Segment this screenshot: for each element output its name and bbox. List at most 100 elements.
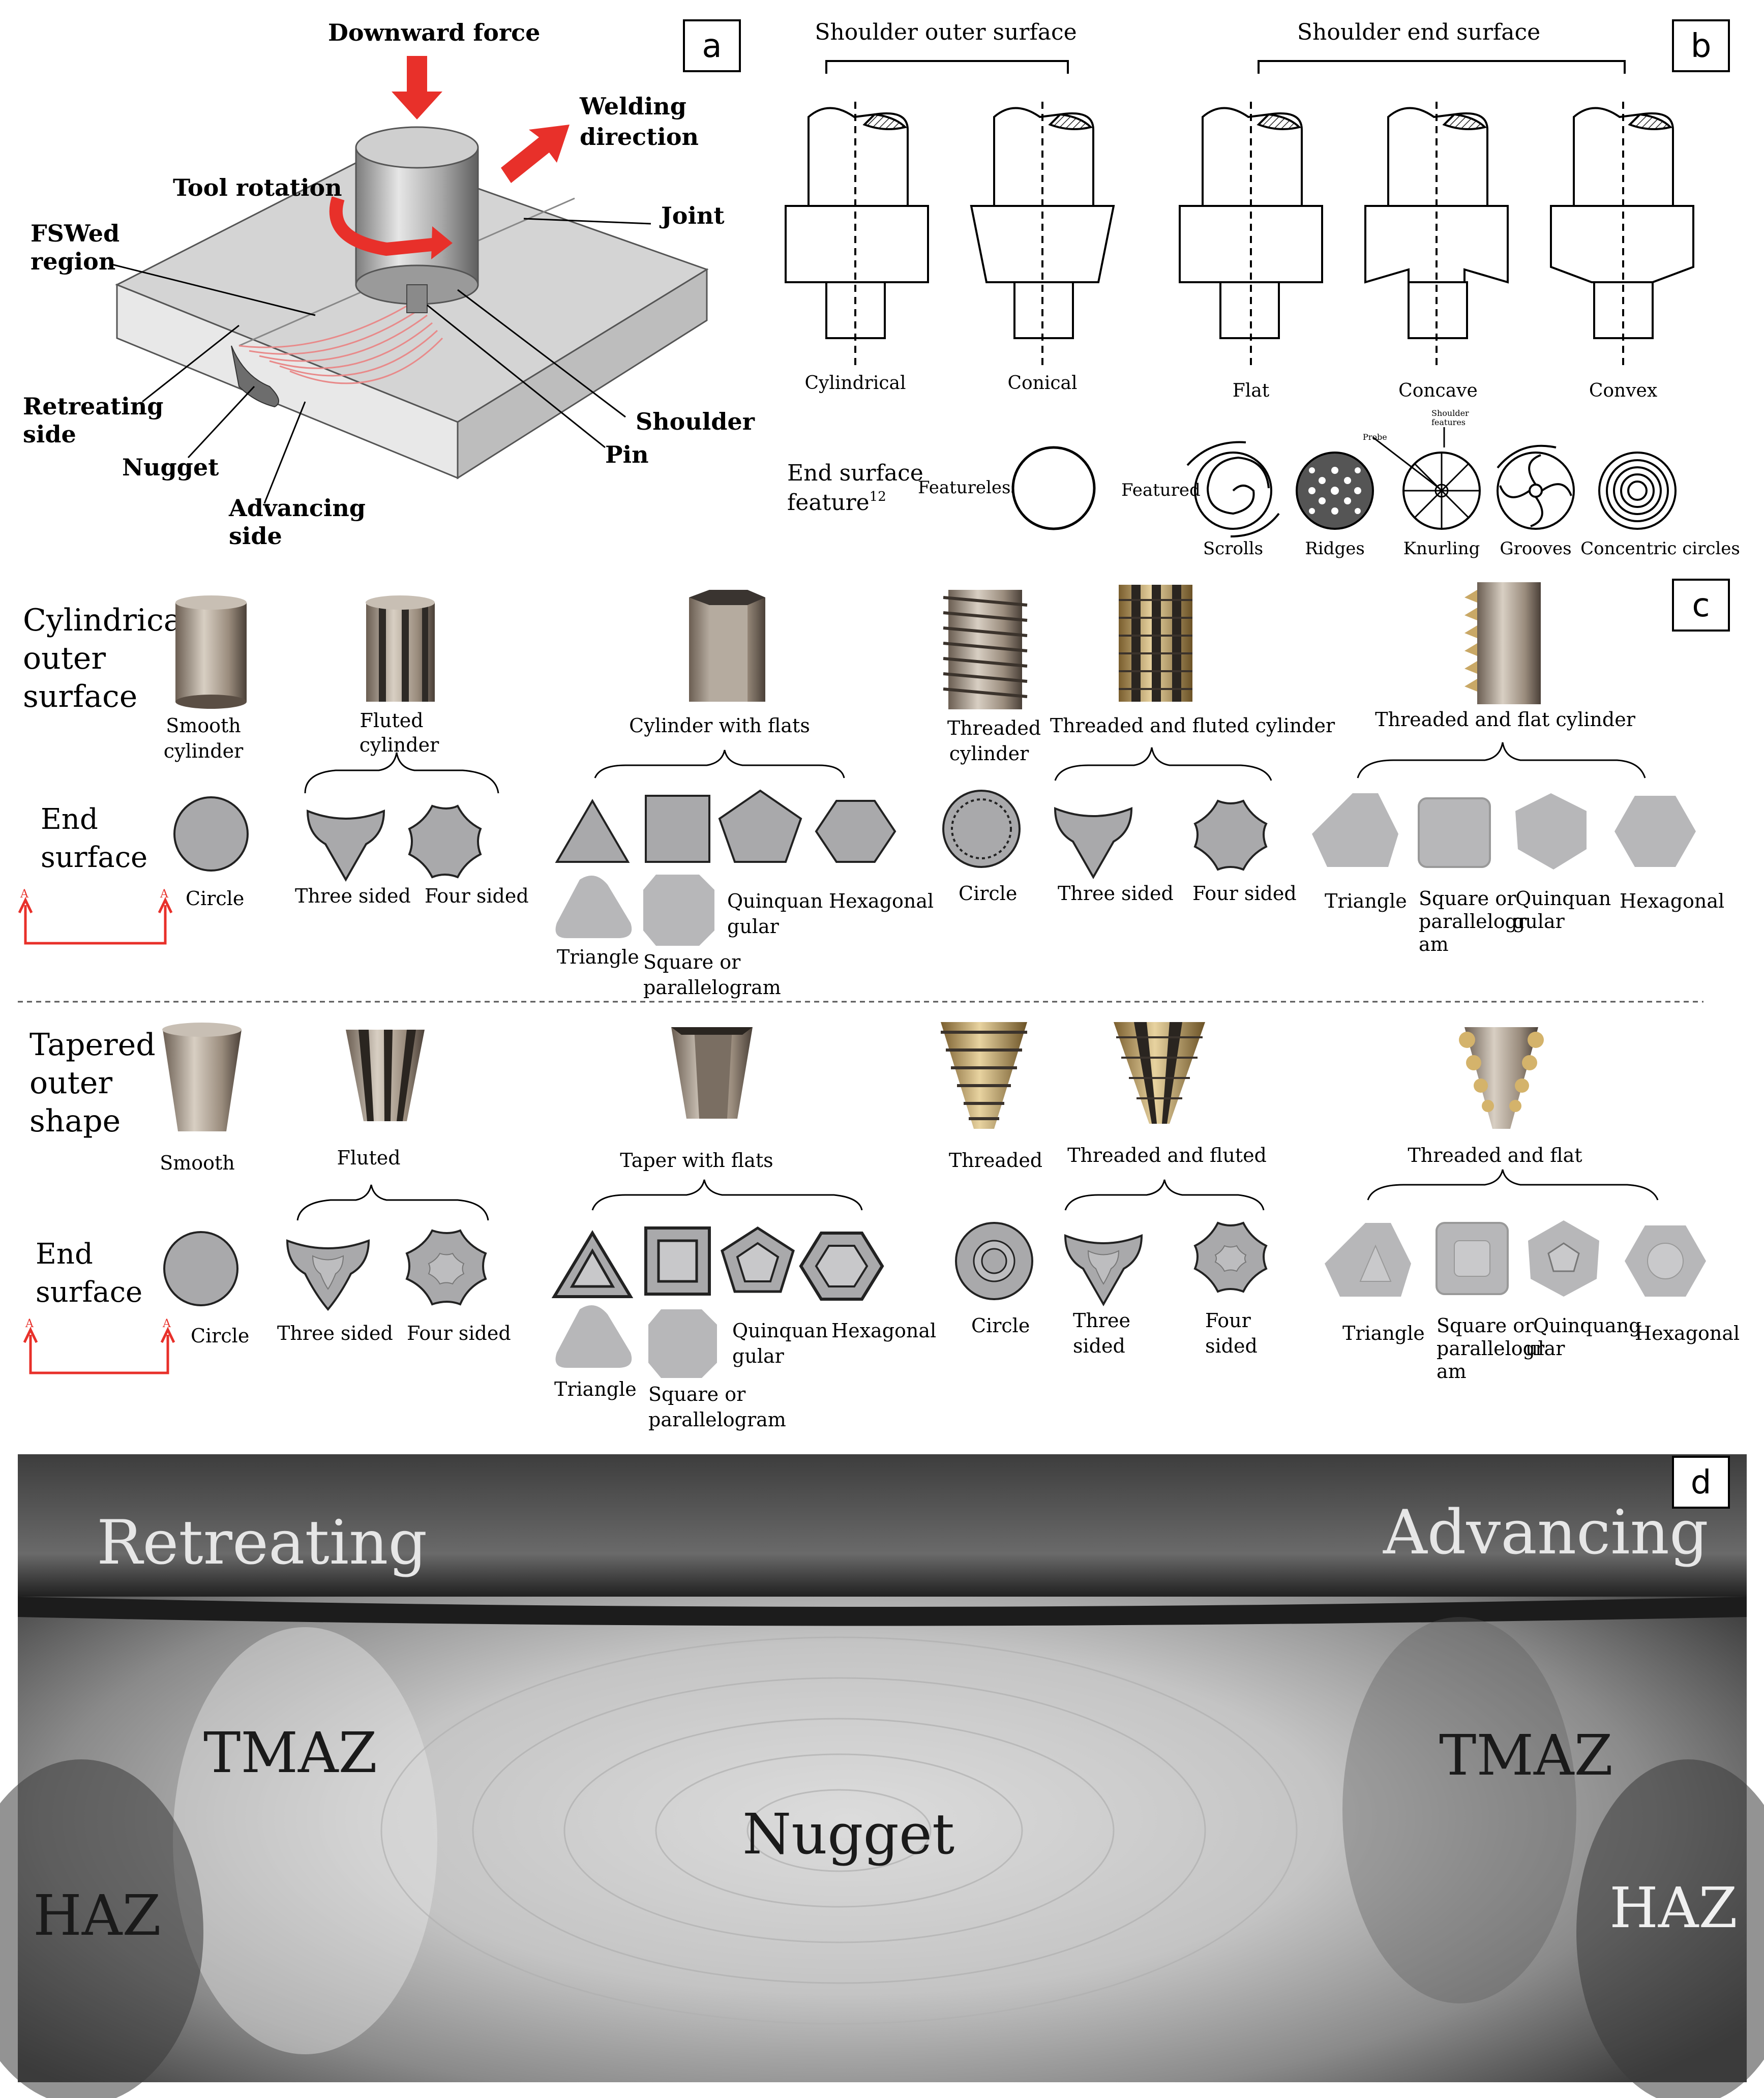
row2-tool-1: Fluted [337, 1147, 400, 1169]
row1-shape-labels: Circle Three sided Four sided Triangle S… [186, 882, 1724, 999]
micrograph-labels: Retreating Advancing TMAZ TMAZ Nugget HA… [33, 1497, 1738, 1948]
joint-label: Joint [659, 202, 725, 229]
r1-tflat-square [1418, 797, 1491, 868]
r1-tflat-triangle-label: Triangle [1325, 890, 1407, 912]
row1-tool-3-line2: cylinder [949, 742, 1029, 765]
r2-flats-triangle-rounded [555, 1305, 632, 1368]
r1-quinquan-label-2: gular [727, 915, 780, 938]
advancing-side-label-2: side [229, 522, 282, 550]
nugget-shape [231, 345, 279, 408]
row1-tool-labels: Smooth cylinder Fluted cylinder Cylinder… [164, 708, 1636, 765]
shoulder-conical [970, 102, 1115, 369]
r1-triangle-label: Triangle [557, 946, 639, 968]
feature-grooves [1497, 444, 1575, 530]
label-concave: Concave [1398, 380, 1478, 401]
tool-threaded-fluted-cylinder [1119, 585, 1192, 702]
tool-cylinder-with-flats [689, 590, 765, 702]
r2-tf-four-label-2: sided [1205, 1335, 1258, 1357]
r1-tf-three-label: Three sided [1058, 882, 1174, 905]
row2-end-2: surface [36, 1276, 142, 1309]
panel-c-tag-box [1672, 579, 1730, 632]
r1-tflat-square-label-1: Square or [1419, 887, 1516, 910]
r1-flats-square-rounded [643, 875, 714, 946]
row1-tool-0-line2: cylinder [164, 740, 244, 762]
panel-c: c Cylindrical outer surface [18, 579, 1740, 1431]
r1-tflat-square-label-3: am [1419, 933, 1449, 955]
tmaz-left-label: TMAZ [203, 1720, 377, 1785]
tmaz-right-label: TMAZ [1439, 1723, 1613, 1788]
welding-direction-label-1: Welding [579, 93, 686, 120]
r2-tflat-square-label-1: Square or [1437, 1314, 1534, 1337]
row2-red-a-left: A [25, 1317, 34, 1330]
retreating-label: Retreating [97, 1508, 427, 1578]
downward-force-label: Downward force [328, 19, 540, 46]
row2-tool-3: Threaded [949, 1149, 1042, 1172]
row2-shape-labels: Circle Three sided Four sided Triangle S… [191, 1309, 1740, 1431]
nugget-label: Nugget [742, 1802, 954, 1867]
r1-tf-three [1054, 807, 1133, 880]
shoulder-labels: Cylindrical Conical Flat Concave Convex [804, 373, 1657, 401]
tool-fluted-taper [346, 1030, 425, 1121]
panel-d-tag-box [1672, 1456, 1730, 1509]
r1-quinquan-label-1: Quinquan [727, 890, 823, 912]
row2-braces [296, 1169, 1659, 1221]
panel-b: b Shoulder outer surface Shoulder end su… [785, 19, 1740, 559]
r2-three-sided-label: Three sided [277, 1322, 393, 1344]
r1-threaded-circle-inner [951, 798, 1012, 859]
featureless-label: Featureless [918, 477, 1020, 498]
r2-tflat-pentagon-inner [1547, 1242, 1580, 1272]
r2-flats-triangle-inner [570, 1248, 615, 1288]
fswed-region-label-2: region [31, 248, 115, 275]
r1-flats-triangle-rounded [555, 876, 632, 938]
r2-fluted-four-inner [428, 1252, 465, 1285]
shoulder-label: Shoulder [636, 408, 755, 435]
label-concentric-circles: Concentric circles [1580, 538, 1740, 559]
r1-tf-four [1193, 799, 1268, 871]
r2-flats-hexagon-inner [815, 1245, 869, 1287]
tool-threaded-fluted-taper [1114, 1022, 1205, 1124]
bracket-end [1258, 60, 1626, 74]
r2-tflat-triangle-inner [1359, 1244, 1392, 1282]
row1-tool-4: Threaded and fluted cylinder [1050, 714, 1335, 737]
feature-concentric-circles [1598, 452, 1677, 530]
r2-fluted-three-inner [312, 1255, 344, 1290]
r2-tflat-square-inner [1454, 1240, 1490, 1277]
r1-hexagonal-label: Hexagonal [829, 890, 934, 912]
r1-four-sided-label: Four sided [425, 885, 529, 907]
panel-b-tag-box [1672, 19, 1730, 72]
r1-tflat-square-label-2: parallelogr [1419, 910, 1527, 933]
row1-tool-5: Threaded and flat cylinder [1375, 708, 1636, 731]
retreating-side-label-1: Retreating [23, 393, 163, 420]
row2-tool-4: Threaded and fluted [1067, 1144, 1267, 1166]
r2-tflat-square-label-2: parallelogr [1437, 1337, 1545, 1360]
shoulder-outer-surface-title: Shoulder outer surface [815, 19, 1077, 45]
end-surface-feature-label-1: End surface [787, 460, 923, 486]
row2-red-bracket [23, 1327, 175, 1374]
tool-rotation-label: Tool rotation [173, 174, 342, 201]
row1-tool-0-line1: Smooth [166, 714, 241, 737]
bracket-outer [825, 60, 1069, 74]
panel-a-labels: Downward force Welding direction Tool ro… [23, 19, 755, 550]
tmaz-left-zone [173, 1627, 437, 2054]
r1-tflat-hexagonal-label: Hexagonal [1620, 890, 1724, 912]
r2-circle-label: Circle [191, 1325, 249, 1347]
r1-tflat-hexagon [1614, 796, 1696, 867]
label-flat: Flat [1233, 380, 1270, 401]
advancing-side-label-1: Advancing [228, 494, 366, 522]
label-conical: Conical [1007, 373, 1077, 394]
shoulder-profiles [785, 102, 1694, 369]
end-surface-feature-label-2: feature12 [787, 489, 886, 516]
shoulder-end-surface-title: Shoulder end surface [1297, 19, 1540, 45]
r2-hexagonal-label: Hexagonal [831, 1320, 936, 1342]
row1-tool-2: Cylinder with flats [629, 714, 810, 737]
r1-circle-label: Circle [186, 887, 244, 910]
row-cylindrical: Cylindrical outer surface [18, 582, 1724, 999]
row2-title-2: outer [29, 1065, 112, 1101]
row1-braces [304, 742, 1646, 794]
r2-circle [163, 1231, 238, 1306]
r2-quinquan-label-2: gular [732, 1345, 785, 1367]
r1-fluted-four [408, 804, 482, 879]
r1-flats-triangle [555, 799, 630, 863]
r2-tf-three-label-2: sided [1073, 1335, 1125, 1357]
feature-ridges [1296, 452, 1374, 530]
